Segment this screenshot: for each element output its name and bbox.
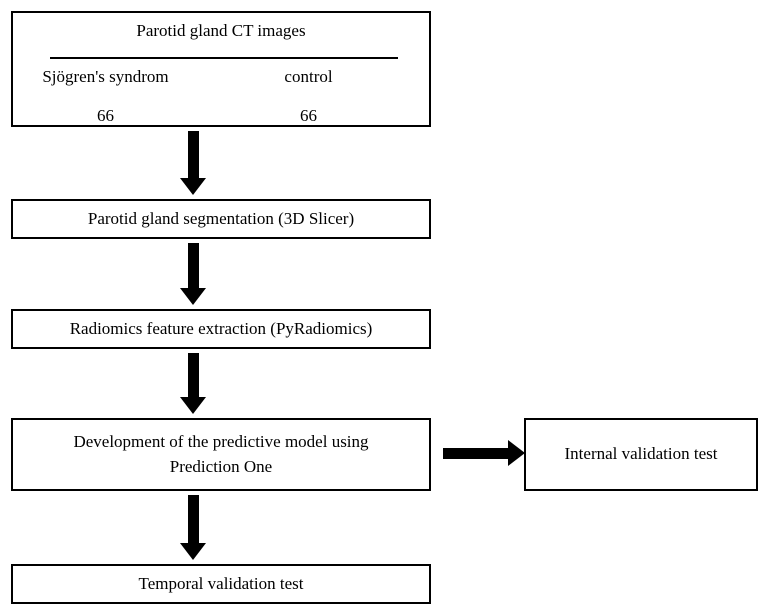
arrow-shaft bbox=[187, 243, 199, 288]
arrow-head bbox=[180, 543, 206, 560]
arrow-shaft bbox=[443, 447, 508, 459]
cohort-count-control: 66 bbox=[300, 106, 317, 125]
arrow-head bbox=[508, 440, 525, 466]
cohort-header-row: Sjögren's syndrom control bbox=[13, 67, 429, 87]
cohort-summary-box: Parotid gland CT images Sjögren's syndro… bbox=[11, 11, 431, 127]
step-temporal-validation-box: Temporal validation test bbox=[11, 564, 431, 604]
arrow-down-icon bbox=[180, 353, 206, 414]
arrow-head bbox=[180, 288, 206, 305]
cohort-count-case: 66 bbox=[97, 106, 114, 125]
step-model-development-box: Development of the predictive model usin… bbox=[11, 418, 431, 491]
step-segmentation-box: Parotid gland segmentation (3D Slicer) bbox=[11, 199, 431, 239]
step-model-development-label: Development of the predictive model usin… bbox=[73, 431, 369, 476]
arrow-down-icon bbox=[180, 131, 206, 195]
cohort-header-case: Sjögren's syndrom bbox=[42, 67, 169, 86]
arrow-down-icon bbox=[180, 243, 206, 305]
branch-internal-validation-box: Internal validation test bbox=[524, 418, 758, 491]
arrow-shaft bbox=[187, 353, 199, 397]
cohort-title: Parotid gland CT images bbox=[136, 21, 306, 40]
step-feature-extraction-box: Radiomics feature extraction (PyRadiomic… bbox=[11, 309, 431, 349]
branch-internal-validation-label: Internal validation test bbox=[564, 444, 718, 464]
arrow-head bbox=[180, 178, 206, 195]
step-feature-extraction-label: Radiomics feature extraction (PyRadiomic… bbox=[69, 318, 373, 338]
cohort-count-row: 66 66 bbox=[13, 106, 429, 126]
cohort-header-control: control bbox=[284, 67, 333, 86]
arrow-head bbox=[180, 397, 206, 414]
step-temporal-validation-label: Temporal validation test bbox=[138, 573, 304, 593]
arrow-shaft bbox=[187, 131, 199, 178]
step-segmentation-label: Parotid gland segmentation (3D Slicer) bbox=[87, 208, 355, 228]
arrow-down-icon bbox=[180, 495, 206, 560]
cohort-divider-rule bbox=[50, 57, 398, 59]
arrow-right-icon bbox=[443, 440, 525, 466]
arrow-shaft bbox=[187, 495, 199, 543]
